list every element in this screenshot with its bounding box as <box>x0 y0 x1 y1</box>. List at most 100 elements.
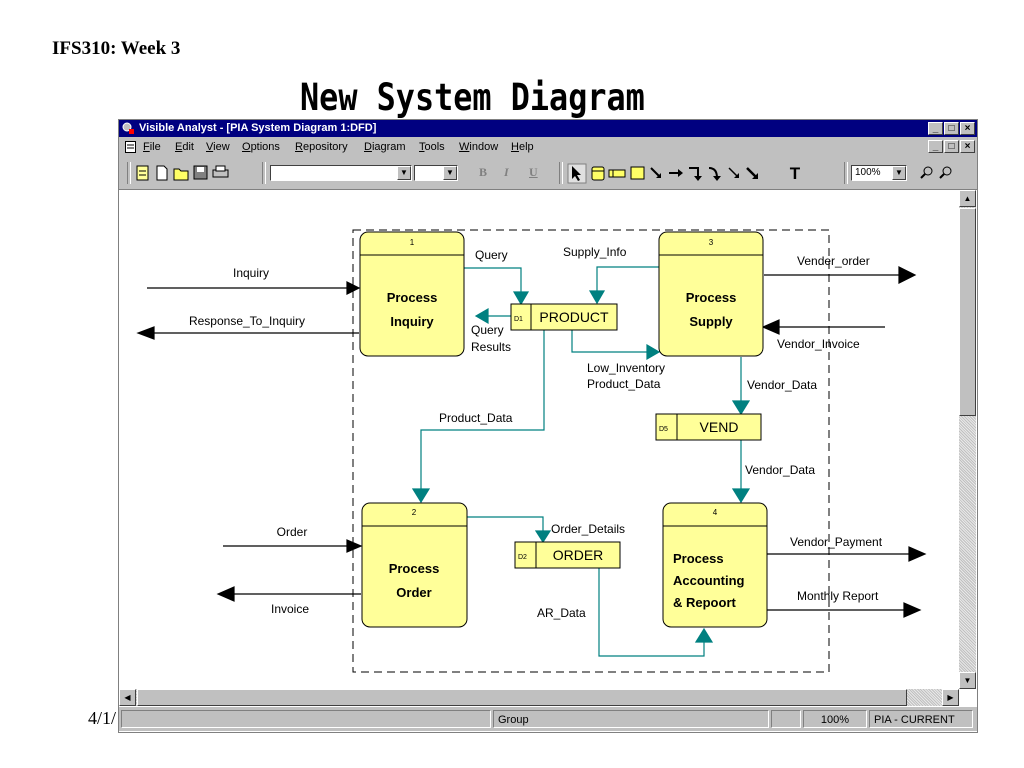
mdi-minimize-button[interactable]: _ <box>928 140 943 153</box>
process-label: Process <box>389 561 440 576</box>
process-3-supply[interactable]: 3 Process Supply <box>658 231 764 357</box>
zoom-combo[interactable]: 100%▼ <box>851 165 907 181</box>
scroll-down-icon[interactable]: ▼ <box>959 672 976 689</box>
menu-repository[interactable]: Repository <box>295 141 348 153</box>
mdi-close-button[interactable]: × <box>960 140 975 153</box>
process-tool-icon[interactable] <box>591 166 605 181</box>
menu-file[interactable]: File <box>143 141 161 153</box>
mdi-restore-button[interactable]: □ <box>944 140 959 153</box>
flow-order-details[interactable] <box>467 516 544 533</box>
status-zoom: 100% <box>803 710 867 728</box>
close-button[interactable]: × <box>960 122 975 135</box>
diagonal-arrow-icon[interactable] <box>650 167 661 178</box>
diagram-canvas[interactable]: 1 Process Inquiry 2 Process Order 3 Proc… <box>119 190 959 689</box>
label-query: Query <box>475 248 508 262</box>
scroll-right-icon[interactable]: ▶ <box>942 689 959 706</box>
datastore-d5-vend[interactable]: D5 VEND <box>655 413 762 441</box>
process-label: Process <box>387 290 438 305</box>
datastore-tool-icon[interactable] <box>608 169 626 178</box>
save-icon[interactable] <box>193 165 208 180</box>
diagonal-arrow-2-icon[interactable] <box>728 167 739 178</box>
status-bar: Group 100% PIA - CURRENT <box>119 707 977 731</box>
window-titlebar[interactable]: Visible Analyst - [PIA System Diagram 1:… <box>119 120 977 137</box>
label-inquiry: Inquiry <box>233 266 269 280</box>
process-1-inquiry[interactable]: 1 Process Inquiry <box>359 231 465 357</box>
elbow-arrow-icon[interactable] <box>689 167 702 181</box>
label-vendor-data-2: Vendor_Data <box>745 463 815 477</box>
flow-product-data[interactable] <box>420 330 545 491</box>
bold-button[interactable]: B <box>479 165 488 179</box>
flow-query[interactable] <box>464 267 522 294</box>
flow-supply-info[interactable] <box>596 266 659 293</box>
toolbar-icons: T <box>136 163 952 184</box>
flow-ar-data[interactable] <box>598 568 705 657</box>
menu-options[interactable]: Options <box>242 141 280 153</box>
label-low-inventory-2: Product_Data <box>587 377 661 391</box>
document-icon[interactable] <box>125 141 136 153</box>
arrowhead-icon <box>411 488 431 504</box>
process-label: Order <box>396 585 431 600</box>
italic-button[interactable]: I <box>504 165 509 179</box>
menu-window[interactable]: Window <box>459 141 499 153</box>
slide-footer-date: 4/1/ <box>88 708 117 728</box>
text-tool-icon[interactable]: T <box>790 164 801 183</box>
maximize-button[interactable]: □ <box>944 122 959 135</box>
label-low-inventory-1: Low_Inventory <box>587 361 665 375</box>
arrowhead-icon <box>346 281 361 295</box>
scroll-left-icon[interactable]: ◀ <box>119 689 136 706</box>
repository-icon[interactable] <box>136 165 149 181</box>
menu-help[interactable]: Help <box>511 141 534 153</box>
menu-tools[interactable]: Tools <box>419 141 445 153</box>
underline-button[interactable]: U <box>529 165 538 179</box>
arrowhead-icon <box>908 546 927 562</box>
chevron-down-icon[interactable]: ▼ <box>443 166 457 180</box>
scroll-up-icon[interactable]: ▲ <box>959 190 976 207</box>
pointer-tool-icon[interactable] <box>567 163 587 184</box>
chevron-down-icon[interactable]: ▼ <box>397 166 411 180</box>
label-query-results-1: Query <box>471 323 504 337</box>
minimize-button[interactable]: _ <box>928 122 943 135</box>
process-label: Process <box>686 290 737 305</box>
process-number: 2 <box>412 508 417 517</box>
external-entity-tool-icon[interactable] <box>630 166 645 180</box>
process-2-order[interactable]: 2 Process Order <box>361 502 468 628</box>
datastore-name: ORDER <box>553 547 604 563</box>
size-combo[interactable]: ▼ <box>414 165 458 181</box>
process-label: Process <box>673 551 724 566</box>
menu-view[interactable]: View <box>206 141 230 153</box>
horizontal-scrollbar[interactable]: ◀ ▶ <box>119 689 959 706</box>
process-4-accounting[interactable]: 4 Process Accounting & Repoort <box>662 502 768 628</box>
scroll-thumb[interactable] <box>959 208 976 416</box>
right-arrow-icon[interactable] <box>669 169 683 177</box>
hscroll-thumb[interactable] <box>137 689 907 706</box>
chevron-down-icon[interactable]: ▼ <box>892 166 906 180</box>
datastore-d1-product[interactable]: D1 PRODUCT <box>510 303 618 331</box>
arrowhead-icon <box>346 539 363 553</box>
menu-diagram[interactable]: Diagram <box>364 141 406 153</box>
slide-title: New System Diagram <box>300 76 645 119</box>
arrowhead-icon <box>136 326 155 340</box>
datastore-id: D5 <box>659 426 668 433</box>
process-label: Supply <box>689 314 733 329</box>
datastore-id: D2 <box>518 554 527 561</box>
flow-low-inventory[interactable] <box>571 330 649 353</box>
menu-bar: File Edit View Options Repository Diagra… <box>119 137 977 157</box>
zoom-in-icon[interactable] <box>920 166 933 179</box>
application-window: Visible Analyst - [PIA System Diagram 1:… <box>118 119 978 733</box>
process-number: 1 <box>410 238 415 247</box>
datastore-d2-order[interactable]: D2 ORDER <box>514 541 621 569</box>
label-vendor-data-1: Vendor_Data <box>747 378 817 392</box>
label-supply-info: Supply_Info <box>563 245 627 259</box>
print-icon[interactable] <box>212 165 229 178</box>
new-file-icon[interactable] <box>156 165 168 181</box>
menu-edit[interactable]: Edit <box>175 141 194 153</box>
font-combo[interactable]: ▼ <box>270 165 412 181</box>
zoom-out-icon[interactable] <box>939 166 952 179</box>
open-folder-icon[interactable] <box>173 168 189 181</box>
label-vendor-invoice: Vendor_Invoice <box>777 337 860 351</box>
vertical-scrollbar[interactable]: ▲ ▼ <box>959 190 976 689</box>
diagonal-arrow-3-icon[interactable] <box>746 167 758 179</box>
curved-arrow-icon[interactable] <box>708 167 721 181</box>
label-vender-order: Vender_order <box>797 254 870 268</box>
dfd-diagram: 1 Process Inquiry 2 Process Order 3 Proc… <box>136 229 927 673</box>
